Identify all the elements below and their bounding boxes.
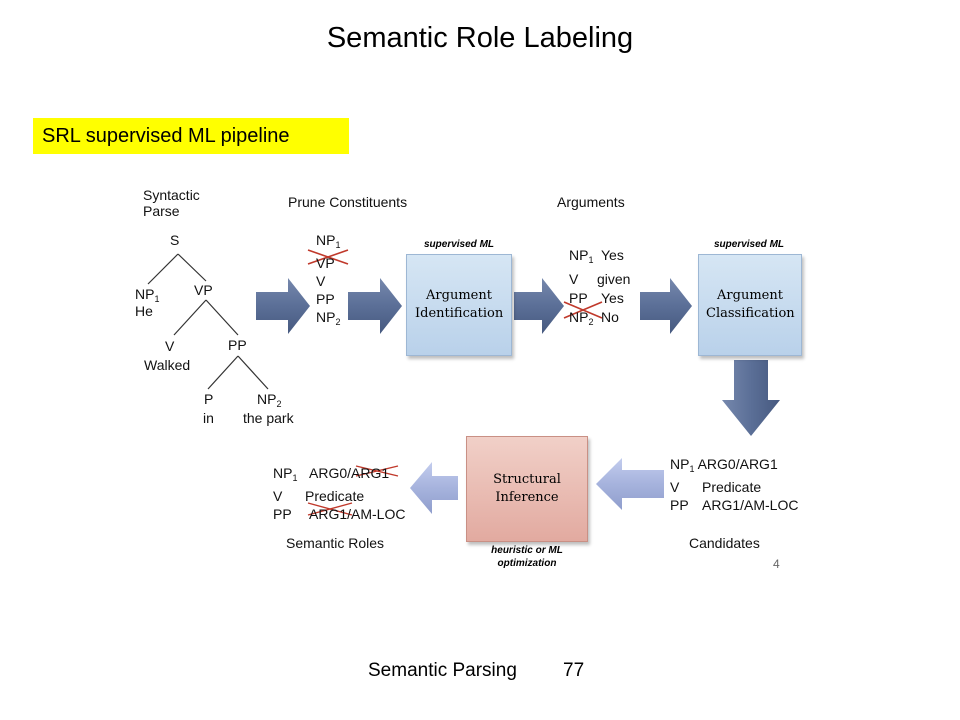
candidates-heading: Candidates <box>689 535 760 551</box>
prune-item: PP <box>316 291 335 307</box>
tree-word-in: in <box>203 410 214 426</box>
tree-node-vp: VP <box>194 282 213 298</box>
page-title: Semantic Role Labeling <box>326 22 634 54</box>
prune-item: VP <box>316 255 335 271</box>
structural-tag: heuristic or ML optimization <box>491 545 563 569</box>
semantic-roles-heading: Semantic Roles <box>286 535 385 551</box>
footer-text: Semantic Parsing <box>368 660 517 681</box>
tree-node-s: S <box>170 232 180 248</box>
arg-id-tag: supervised ML <box>423 239 495 250</box>
structural-inference-box: Structural Inference <box>466 436 588 542</box>
arrow-parse-to-prune <box>256 278 310 334</box>
argument-identification-label: Argument Identification <box>415 288 504 321</box>
arguments-heading: Arguments <box>557 194 625 210</box>
arrow-arguments-to-argclass <box>640 278 692 334</box>
tree-word-he: He <box>135 303 153 319</box>
candidate-row: NP1 ARG0/ARG1 <box>670 456 778 474</box>
prune-heading: Prune Constituents <box>288 194 408 210</box>
tree-word-the-park: the park <box>243 410 294 426</box>
arg-class-tag: supervised ML <box>713 239 785 250</box>
argument-classification-box: Argument Classification <box>698 254 802 356</box>
structural-inference-label: Structural Inference <box>493 472 561 505</box>
tree-node-pp: PP <box>228 337 247 353</box>
parse-tree-edges <box>147 253 269 390</box>
argument-identification-box: Argument Identification <box>406 254 512 356</box>
prune-item: V <box>316 273 326 289</box>
tree-node-p: P <box>204 391 214 407</box>
strike-arg1-row3 <box>307 502 353 516</box>
tree-node-v: V <box>165 338 175 354</box>
figure-page-number: 4 <box>773 557 780 571</box>
strike-vp <box>307 249 349 265</box>
tree-node-np2: NP2 <box>257 391 282 409</box>
tree-word-walked: Walked <box>144 357 191 373</box>
arrow-argclass-down <box>722 360 780 436</box>
arrow-candidates-to-structural <box>596 458 664 510</box>
arrow-structural-to-roles <box>410 462 458 514</box>
footer-page-number: 77 <box>563 660 585 681</box>
tree-node-np1: NP1 <box>135 286 160 304</box>
strike-np2 <box>563 301 603 319</box>
arrow-prune-to-argid <box>348 278 402 334</box>
prune-list: NP1 VP V PP NP2 <box>316 231 340 331</box>
strike-arg1-row1 <box>355 465 399 477</box>
arrow-argid-to-arguments <box>514 278 564 334</box>
prune-item: NP2 <box>316 309 341 327</box>
argument-classification-label: Argument Classification <box>706 288 795 321</box>
prune-item: NP1 <box>316 232 341 250</box>
pipeline-label: SRL supervised ML pipeline <box>33 118 349 154</box>
tree-heading: Syntactic Parse <box>143 187 200 219</box>
